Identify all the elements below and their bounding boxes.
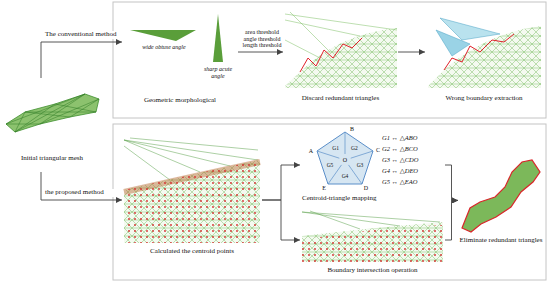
mesh-figure — [124, 138, 260, 243]
flow-arrow — [41, 42, 122, 78]
mapping-text: G1 ↔ △ABO — [382, 134, 444, 141]
mesh-figure — [285, 12, 397, 88]
result-box: Wrong boundary extraction — [425, 8, 543, 112]
flow-arrow — [238, 52, 283, 53]
vertex-label: A — [307, 148, 315, 155]
caption-text: Eliminate redundant triangles — [458, 236, 544, 244]
angle-label: sharp acute angle — [198, 66, 238, 80]
center-label: O — [341, 157, 349, 164]
vertex-label: C — [374, 147, 382, 154]
vertex-label: E — [320, 185, 328, 192]
flow-arrow — [41, 172, 122, 200]
connector-label: area threshold angle threshold length th… — [239, 29, 285, 49]
flow-arrow — [445, 165, 458, 200]
caption-text: Calculated the centroid points — [122, 247, 262, 255]
caption-text: Wrong boundary extraction — [425, 94, 543, 102]
angle-label: wide obtuse angle — [128, 44, 200, 51]
mesh-figure — [6, 94, 99, 132]
obtuse-triangle — [130, 30, 196, 41]
process-box: Boundary intersection operation — [300, 207, 445, 279]
caption-text: Discard redundant triangles — [283, 94, 398, 102]
mesh-figure — [302, 210, 443, 262]
flow-arrow — [398, 52, 425, 53]
centroid-label: G2 — [348, 145, 360, 151]
flow-arrow — [262, 165, 300, 200]
vertex-label: D — [362, 185, 370, 192]
flow-arrow — [445, 200, 458, 240]
result-figure — [462, 160, 540, 232]
connector-label: The conventional method — [44, 31, 124, 39]
flow-arrow — [262, 200, 300, 240]
caption-text: Boundary intersection operation — [300, 266, 445, 274]
centroid-label: G1 — [330, 145, 342, 151]
mapping-text: G5 ↔ △EAO — [382, 178, 444, 185]
mapping-text: G2 ↔ △BCO — [382, 145, 444, 152]
centroid-label: G5 — [324, 162, 336, 168]
pentagon-figure — [317, 132, 373, 184]
method-box: wide obtuse angle sharp acute angleGeomet… — [122, 8, 238, 112]
caption-text: Geometric morphological — [122, 96, 238, 104]
process-box: Centroid-triangle mapping — [300, 128, 445, 206]
acute-triangle — [213, 14, 223, 62]
mapping-text: G3 ↔ △CDO — [382, 156, 444, 163]
centroid-label: G4 — [339, 173, 351, 179]
mapping-text: G4 ↔ △DEO — [382, 167, 444, 174]
process-box: Discard redundant triangles — [283, 8, 398, 112]
connector-label: the proposed method — [44, 189, 122, 197]
vertex-label: B — [348, 126, 356, 133]
panel — [113, 124, 546, 280]
result-box: Eliminate redundant triangles — [458, 150, 544, 255]
process-box: Calculated the centroid points — [122, 135, 262, 262]
caption-text: Initial triangular mesh — [2, 154, 102, 162]
mesh-figure — [428, 12, 541, 88]
panel — [113, 2, 546, 118]
mesh-box: Initial triangular mesh — [2, 78, 102, 172]
centroid-label: G3 — [354, 162, 366, 168]
caption-text: Centroid-triangle mapping — [302, 194, 394, 202]
